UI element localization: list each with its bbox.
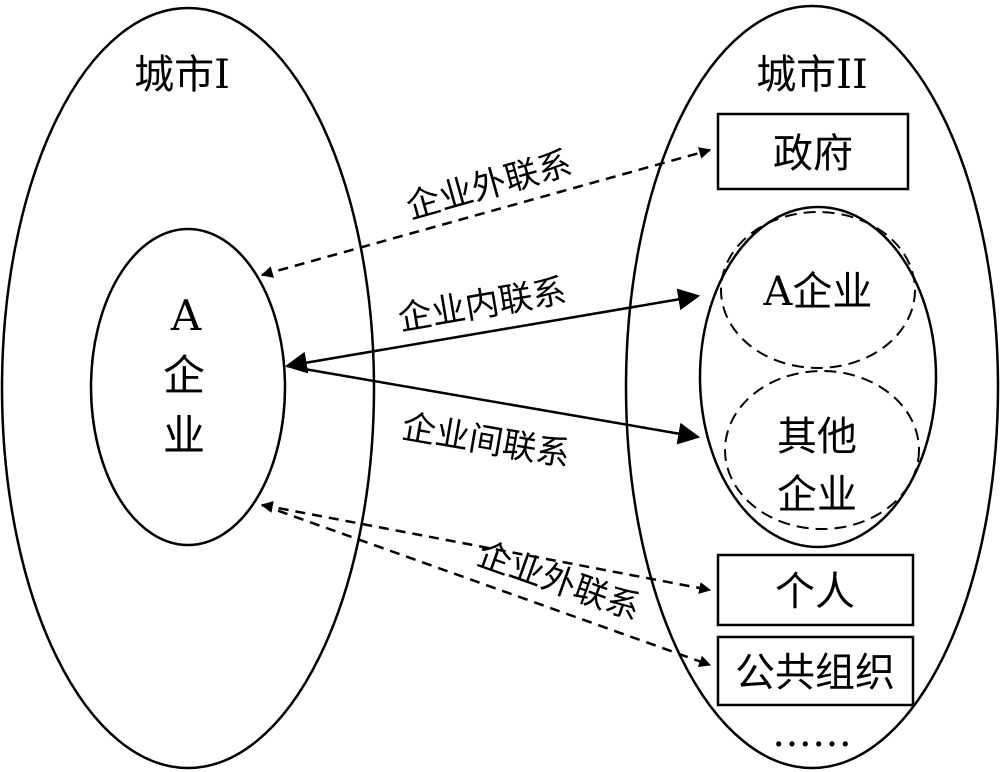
city-left: 城市I A 企 业 [0,6,376,770]
company-a-label-line2: 企 [163,351,205,400]
government-node: 政府 [716,112,910,191]
individual-label: 个人 [775,569,855,615]
city-right-title: 城市II [756,52,868,98]
government-label: 政府 [773,131,853,177]
links: 企业外联系 企业内联系 企业间联系 企业外联系 [260,143,712,668]
company-a-node: A 企 业 [89,227,287,547]
company-a-ellipse [89,227,287,547]
individual-box [716,553,915,627]
other-companies-label-line1: 其他 [777,414,857,460]
other-companies-ellipse [724,370,920,530]
companies-group-ellipse [698,205,938,549]
inter-company-link-label: 企业间联系 [399,407,573,475]
public-org-box [716,635,915,707]
external-link-public-org-arrow [261,503,712,668]
company-a-label-line3: 业 [163,411,205,460]
other-companies-label-line2: 企业 [777,472,857,518]
public-org-node: 公共组织 [716,635,915,707]
other-companies-node: 其他 企业 [724,370,920,530]
government-box [716,112,910,191]
company-a-branch-label: A企业 [763,269,873,315]
city-right-boundary [624,4,1000,770]
external-link-individual-arrow [260,501,712,594]
city-left-title: 城市I [134,52,230,98]
internal-link-label: 企业内联系 [395,271,569,339]
internal-link-arrow [284,288,701,374]
external-link-top-arrow [260,147,712,278]
city-left-boundary [0,6,376,770]
inter-company-link-arrow [286,364,701,445]
public-org-label: 公共组织 [735,650,895,696]
ellipsis-label: …… [772,710,852,756]
company-a-label-line1: A [170,291,202,340]
city-right: 城市II 政府 A企业 其他 企业 个人 公共组织 …… [624,4,1000,770]
external-link-top-label: 企业外联系 [402,143,576,227]
company-a-branch-node: A企业 [720,211,916,369]
external-link-bottom-label: 企业外联系 [472,534,646,629]
company-a-branch-ellipse [720,211,916,369]
individual-node: 个人 [716,553,915,627]
